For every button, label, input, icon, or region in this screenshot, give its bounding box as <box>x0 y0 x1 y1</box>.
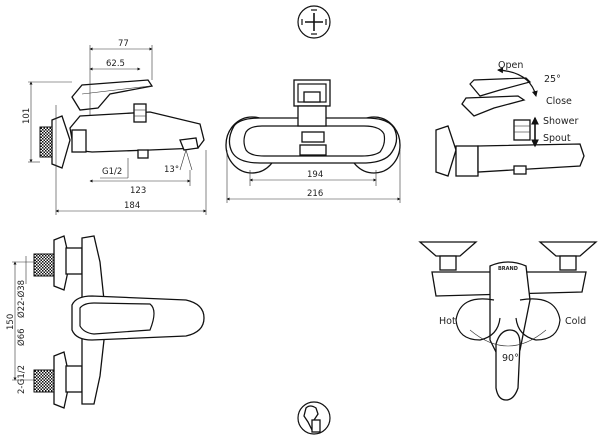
label-shower: Shower <box>543 116 578 127</box>
dim-77: 77 <box>118 39 129 49</box>
label-hot: Hot <box>439 316 456 327</box>
operation-view <box>435 67 585 177</box>
front-view <box>225 79 401 174</box>
label-cold: Cold <box>565 316 586 327</box>
dim-g12-top: 2-G1/2 <box>17 365 27 394</box>
angle-13: 13° <box>164 165 179 175</box>
lower-inlet-hatch <box>33 369 55 393</box>
dim-g12-side: G1/2 <box>102 167 122 177</box>
dim-62-5: 62.5 <box>106 59 125 69</box>
cross-handle-icon <box>297 5 331 39</box>
dim-150: 150 <box>6 314 16 330</box>
side-view-dimensions: 77 62.5 101 G1/2 13° 123 184 <box>22 39 207 215</box>
label-angle-90: 90° <box>502 353 519 364</box>
label-spout: Spout <box>543 133 571 144</box>
dim-22-38: Ø22-Ø38 <box>16 280 27 318</box>
dim-184: 184 <box>124 201 140 211</box>
rotation-view: BRAND <box>418 241 598 401</box>
wrench-pipe-icon <box>297 401 331 435</box>
front-view-dimensions: 194 216 <box>226 150 401 203</box>
label-open: Open <box>498 60 523 71</box>
dim-123: 123 <box>130 186 146 196</box>
rotation-labels: Hot Cold 90° <box>439 316 586 364</box>
dim-101: 101 <box>22 108 32 124</box>
upper-inlet-hatch <box>33 253 55 277</box>
dim-194: 194 <box>307 170 323 180</box>
operation-labels: Open 25° Close Shower Spout <box>498 60 578 144</box>
label-close: Close <box>546 96 572 107</box>
plan-view <box>33 235 205 409</box>
dim-66: Ø66 <box>16 328 27 346</box>
brand-badge: BRAND <box>498 266 518 272</box>
label-angle-25: 25° <box>544 74 561 85</box>
wall-pipe-hatch <box>39 126 53 158</box>
dim-216: 216 <box>307 189 323 199</box>
plan-view-dimensions: 150 Ø22-Ø38 Ø66 2-G1/2 <box>6 256 36 394</box>
side-view <box>39 79 205 178</box>
